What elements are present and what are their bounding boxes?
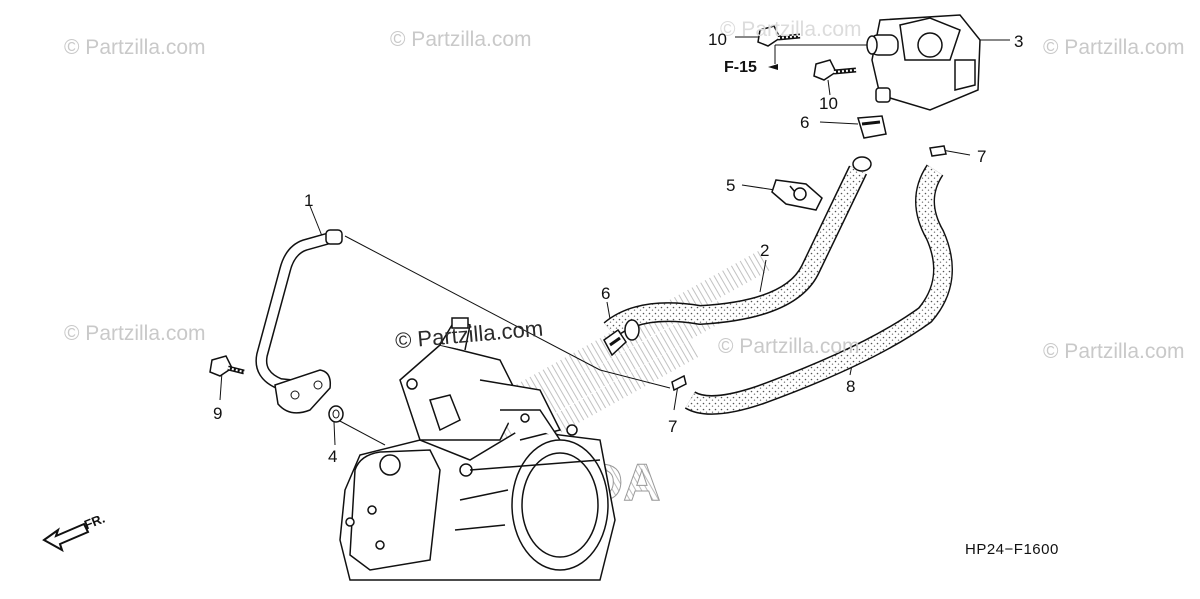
reference-arrow-icon <box>768 64 778 70</box>
watermark: © Partzilla.com <box>718 335 860 358</box>
clip-7-lower <box>671 374 687 392</box>
callout-9: 9 <box>213 404 223 423</box>
callout-5: 5 <box>726 176 736 195</box>
air-pipe <box>255 229 343 414</box>
watermark: © Partzilla.com <box>720 18 862 41</box>
callout-2: 2 <box>760 241 770 260</box>
watermark: © Partzilla.com <box>390 28 532 51</box>
callout-10-upper: 10 <box>708 30 727 49</box>
callout-10-lower: 10 <box>819 94 838 113</box>
hose-holder-5 <box>771 179 823 211</box>
hose-8 <box>684 164 953 415</box>
gasket-4 <box>328 405 344 423</box>
callout-6-upper: 6 <box>800 113 810 132</box>
hose-2 <box>603 156 872 341</box>
callout-4: 4 <box>328 447 338 466</box>
engine <box>339 317 616 581</box>
bolt-10-lower <box>813 59 857 81</box>
watermark: © Partzilla.com <box>64 36 206 59</box>
callout-1: 1 <box>304 191 314 210</box>
watermark: © Partzilla.com <box>1043 340 1185 363</box>
callout-7-upper: 7 <box>977 147 987 166</box>
callout-3: 3 <box>1014 32 1024 51</box>
diagram-code: HP24−F1600 <box>965 541 1059 558</box>
callout-6-lower: 6 <box>601 284 611 303</box>
callout-8: 8 <box>846 377 856 396</box>
reference-label: F-15 <box>724 59 757 76</box>
leader-lines <box>219 36 1010 446</box>
clamp-6-lower <box>603 328 627 357</box>
bolt-10-upper <box>757 25 801 47</box>
watermark: © Partzilla.com <box>1043 36 1185 59</box>
clamp-6-upper <box>857 115 887 139</box>
clip-7-upper <box>929 145 947 157</box>
bolt-9 <box>209 355 245 377</box>
watermark: © Partzilla.com <box>64 322 206 345</box>
front-direction-arrow-icon <box>42 522 90 553</box>
callout-7-lower: 7 <box>668 417 678 436</box>
valve-3 <box>866 14 981 111</box>
